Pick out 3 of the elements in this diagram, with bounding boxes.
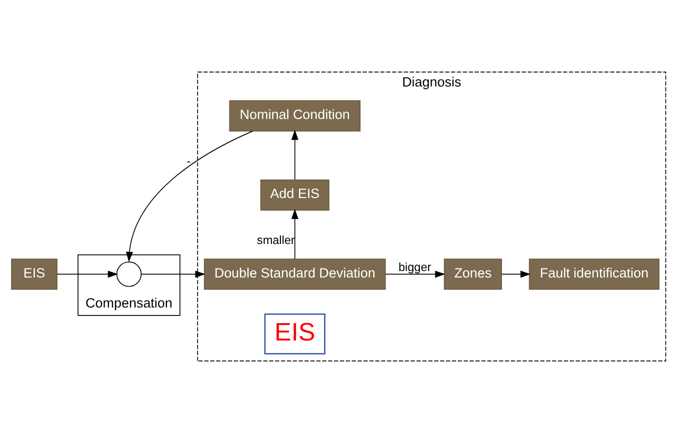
edge-label: smaller — [256, 234, 295, 247]
edge-label: - — [186, 154, 191, 168]
edge-label: bigger — [398, 260, 432, 274]
